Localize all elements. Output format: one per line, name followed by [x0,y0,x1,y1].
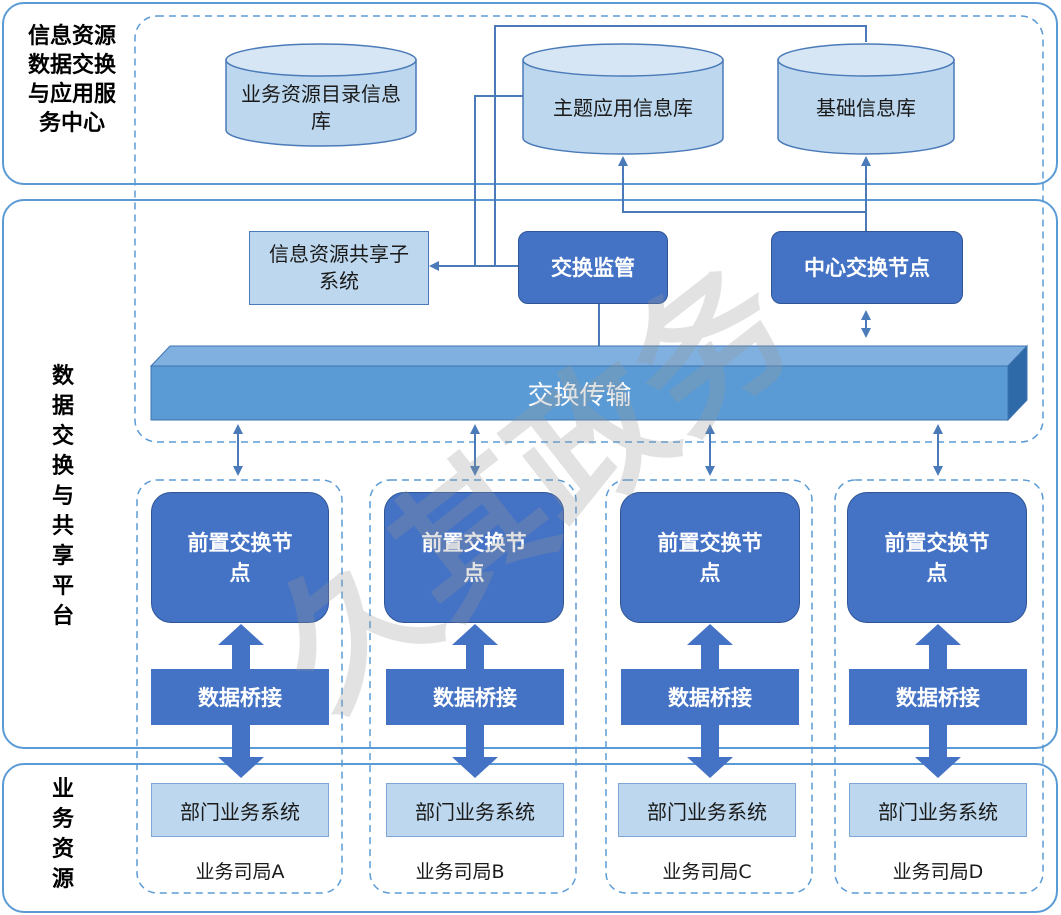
link-central-to-theme-db [618,156,867,232]
front-node-a[interactable]: 前置交换节点 [151,492,329,623]
bottom-layer-frame [2,763,1058,913]
data-bridge-c[interactable]: 数据桥接 [621,669,799,725]
bureau-label-b: 业务司局B [415,861,505,883]
column-c-dashed-region [605,479,813,894]
bureau-label-a: 业务司局A [195,861,285,883]
dept-system-a[interactable]: 部门业务系统 [151,783,329,837]
dept-system-b[interactable]: 部门业务系统 [386,783,564,837]
bureau-label-d: 业务司局D [892,861,984,883]
data-bridge-a[interactable]: 数据桥接 [151,669,329,725]
front-node-b[interactable]: 前置交换节点 [384,492,564,623]
link-theme-db-to-sharing [474,95,523,266]
column-b-dashed-region [369,479,577,894]
front-node-c[interactable]: 前置交换节点 [620,492,800,623]
db-theme-label: 主题应用信息库 [553,95,693,120]
column-d-dashed-region [834,479,1044,894]
bottom-layer-label: 业务资源 [51,777,74,892]
exchange-transport-label: 交换传输 [527,380,632,411]
middle-layer-label: 数据交换与共享平台 [51,364,74,629]
transport-bar-shape [149,344,1029,422]
exchange-supervision-box[interactable]: 交换监管 [518,231,668,304]
data-bridge-d[interactable]: 数据桥接 [849,669,1027,725]
db-base-shape [777,43,955,155]
top-layer-label: 信息资源数据交换与应用服务中心 [28,24,117,136]
central-exchange-node-box[interactable]: 中心交换节点 [771,231,963,304]
bureau-label-c: 业务司局C [662,861,752,883]
front-node-d[interactable]: 前置交换节点 [847,492,1027,623]
db-catalog-shape [225,43,417,147]
dept-system-c[interactable]: 部门业务系统 [618,783,796,837]
link-base-db-to-sharing [494,25,867,266]
db-catalog-label: 业务资源目录信息库 [241,82,401,133]
sharing-subsystem-box[interactable]: 信息资源共享子系统 [249,231,429,305]
db-theme-shape [522,43,724,155]
platform-dashed-region [134,15,1044,443]
db-base-label: 基础信息库 [816,95,916,120]
top-layer-frame [2,2,1058,185]
middle-layer-frame [2,199,1058,749]
dept-system-d[interactable]: 部门业务系统 [849,783,1027,837]
data-bridge-b[interactable]: 数据桥接 [386,669,564,725]
